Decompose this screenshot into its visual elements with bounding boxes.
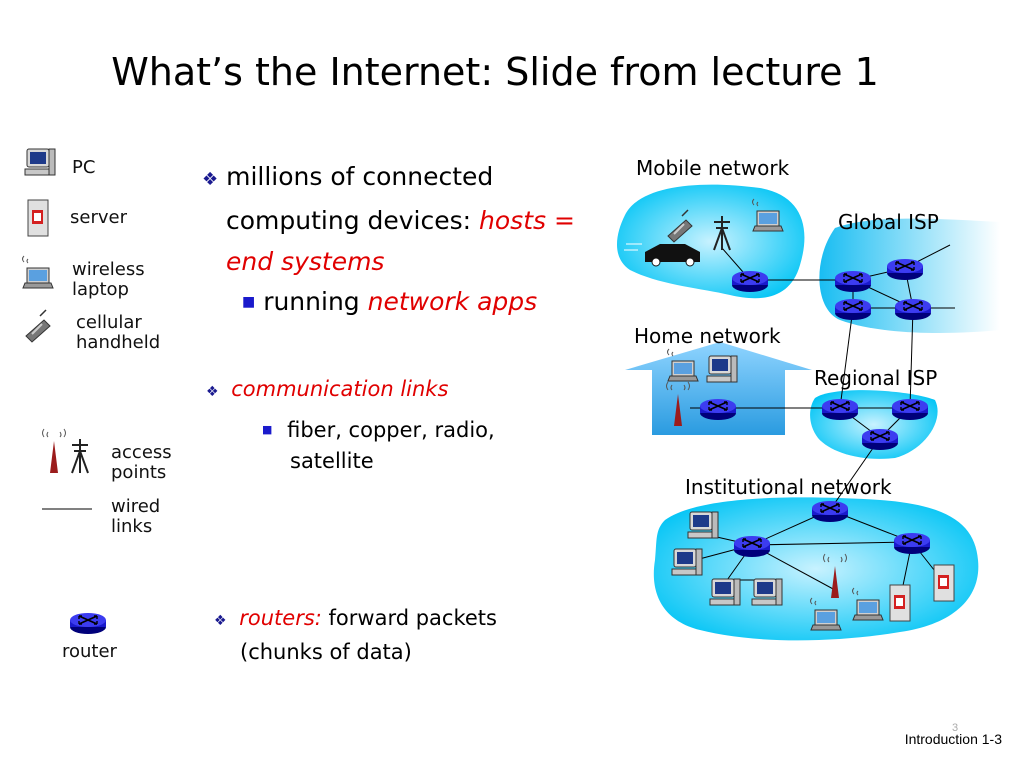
sub-bullet-link-types: ■ fiber, copper, radio, satellite: [262, 418, 495, 473]
institutional-pc-2: [671, 548, 703, 576]
home-router-icon: [699, 398, 737, 421]
global-isp-router-1: [834, 270, 872, 293]
pc-icon: [24, 148, 56, 176]
institutional-pc-1: [687, 511, 719, 539]
global-isp-router-4: [894, 298, 932, 321]
antenna-icon: [71, 438, 89, 474]
bullet-communication-links: ❖ communication links: [206, 377, 449, 401]
slide-number: 3: [952, 722, 959, 734]
sub-bullet-apps: ■ running network apps: [242, 287, 538, 316]
institutional-router-2: [733, 535, 771, 558]
regional-isp-router-2: [891, 398, 929, 421]
bullet-hosts: ❖ millions of connected computing device…: [202, 162, 575, 276]
institutional-network-label: Institutional network: [685, 475, 892, 499]
wireless-laptop-icon: [22, 255, 54, 289]
cellular-handheld-icon: [25, 309, 51, 343]
mobile-network-label: Mobile network: [636, 156, 790, 180]
institutional-server-2: [933, 564, 955, 602]
bullet-routers: ❖ routers: forward packets (chunks of da…: [214, 606, 497, 664]
institutional-pc-4: [751, 578, 783, 606]
regional-isp-router-3: [861, 428, 899, 451]
regional-isp-router-1: [821, 398, 859, 421]
home-network-label: Home network: [634, 324, 781, 348]
legend-server-label: server: [70, 207, 127, 228]
router-legend-icon: [69, 612, 107, 635]
legend-pc-label: PC: [72, 157, 96, 178]
diamond-bullet-icon: ❖: [202, 169, 219, 190]
institutional-server-1: [889, 584, 911, 622]
institutional-router-3: [893, 532, 931, 555]
home-pc-icon: [706, 355, 738, 383]
square-bullet-icon: ■: [262, 423, 273, 436]
mobile-router-icon: [731, 270, 769, 293]
server-icon: [27, 199, 49, 237]
car-icon: [624, 243, 700, 267]
diamond-bullet-icon: ❖: [214, 613, 227, 629]
square-bullet-icon: ■: [242, 294, 256, 310]
slide-title: What’s the Internet: Slide from lecture …: [111, 50, 879, 94]
global-isp-router-3: [834, 298, 872, 321]
access-point-tower-icon: [42, 428, 66, 474]
diamond-bullet-icon: ❖: [206, 384, 219, 400]
mobile-network-cloud: [616, 184, 805, 299]
footer-label: Introduction 1-3: [904, 731, 1002, 747]
regional-isp-label: Regional ISP: [814, 366, 938, 390]
institutional-pc-3: [709, 578, 741, 606]
institutional-router-1: [811, 500, 849, 523]
legend-router-label: router: [62, 641, 117, 662]
global-isp-router-2: [886, 258, 924, 281]
global-isp-label: Global ISP: [838, 210, 939, 234]
